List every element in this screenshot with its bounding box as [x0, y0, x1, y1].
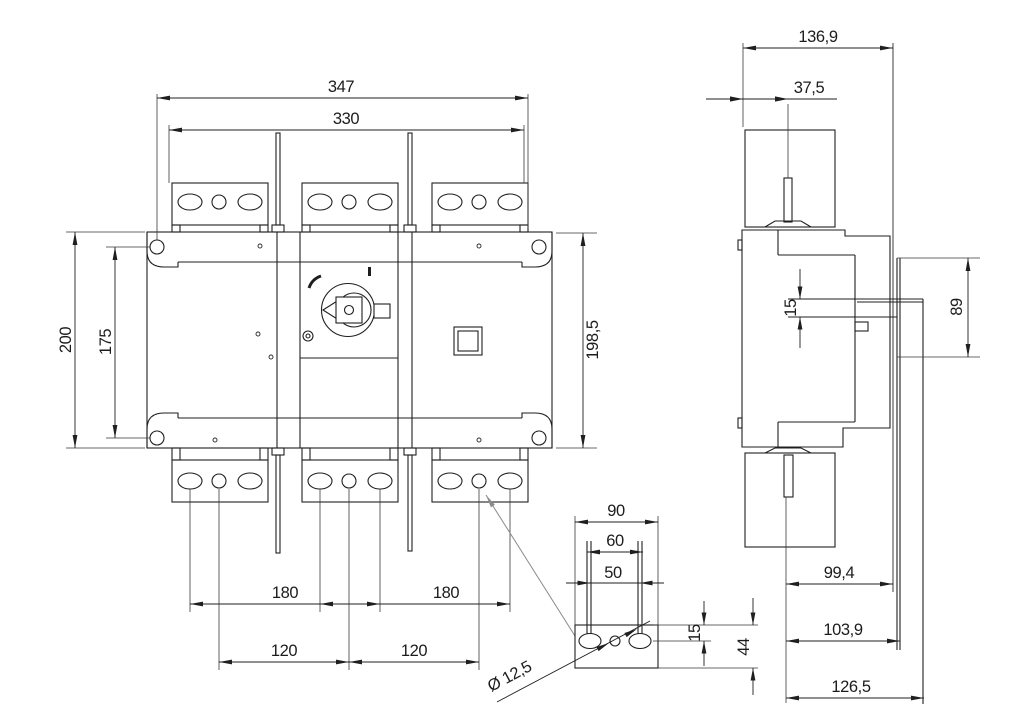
dim-detail-15: 15 — [653, 601, 758, 669]
front-view: 347 330 200 175 198,5 180 — [57, 78, 651, 703]
on-position-mark-icon — [368, 267, 371, 276]
top-shroud-pin — [783, 177, 793, 223]
shaft-tab — [854, 321, 869, 332]
mount-hole-top-right — [531, 239, 547, 255]
mount-hole-top-left — [149, 239, 165, 255]
side-body-outline — [741, 229, 891, 448]
dim-detail-90: 90 — [574, 502, 659, 625]
off-position-arc-icon — [307, 274, 322, 289]
phase-barrier-pins-bottom — [271, 447, 417, 554]
handle-side-tab — [373, 303, 391, 319]
dim-label-44: 44 — [735, 638, 753, 656]
dim-label-347: 347 — [328, 78, 355, 96]
dim-label-200: 200 — [57, 327, 75, 354]
dim-label-198-5: 198,5 — [584, 320, 602, 360]
dim-label-180-b: 180 — [433, 584, 460, 602]
bottom-terminal-blocks — [171, 447, 529, 503]
mount-tab-bottom-left — [146, 412, 179, 448]
dim-height-right: 198,5 — [556, 232, 602, 449]
dim-label-89: 89 — [948, 298, 966, 316]
mount-tab-top-right — [521, 232, 553, 268]
side-view: 136,9 37,5 15 89 99,4 — [706, 28, 980, 704]
dim-pole-pitch: 120 120 — [218, 489, 480, 670]
dim-label-136-9: 136,9 — [798, 28, 838, 46]
top-shroud-chamfer — [764, 220, 812, 228]
cover-band-lines — [178, 261, 522, 419]
dim-label-120-a: 120 — [271, 642, 298, 660]
mount-hole-bottom-right — [531, 430, 547, 446]
terminal-detail-view: 90 60 50 15 44 — [566, 502, 758, 695]
dim-depths: 99,4 103,9 126,5 — [785, 497, 924, 703]
top-terminal-blocks — [171, 182, 529, 233]
detail-leader — [485, 494, 576, 637]
pole-dividers — [276, 232, 413, 448]
dim-label-175: 175 — [97, 329, 115, 356]
leader-arrow-icon — [486, 495, 495, 508]
detail-block — [574, 624, 659, 669]
dim-detail-50: 50 — [566, 564, 664, 586]
dim-terminal-offset: 37,5 — [706, 79, 837, 178]
bottom-shroud-pin — [783, 454, 794, 498]
dim-label-120-b: 120 — [401, 642, 428, 660]
side-body-recess — [777, 230, 856, 447]
dim-label-37-5: 37,5 — [794, 79, 825, 97]
dim-label-103-9: 103,9 — [823, 621, 863, 639]
dim-label-126-5: 126,5 — [831, 678, 871, 696]
phase-barrier-pins-top — [271, 132, 417, 233]
rotary-handle — [302, 267, 391, 342]
top-shroud — [744, 129, 836, 228]
dim-slot-pitch: 180 180 — [189, 489, 511, 612]
body-outline — [146, 231, 553, 449]
rivet-dots — [212, 243, 482, 443]
inspection-window — [453, 326, 483, 356]
dim-detail-44: 44 — [735, 598, 756, 695]
dim-label-330: 330 — [333, 110, 360, 128]
bottom-shroud — [744, 452, 836, 548]
dim-shaft-slot: 15 — [782, 269, 803, 348]
handle-square — [335, 296, 363, 324]
dim-label-180-a: 180 — [272, 584, 299, 602]
dim-label-diameter: Ø 12,5 — [485, 657, 535, 695]
mounting-bracket — [896, 258, 924, 704]
bottom-shroud-chamfer — [764, 447, 812, 454]
dim-mount-pitch: 175 — [97, 246, 150, 439]
dim-hole-diameter: Ø 12,5 — [485, 620, 651, 703]
mount-tab-top-left — [146, 232, 179, 268]
dim-terminal-span: 330 — [168, 110, 525, 183]
dim-bracket-height: 89 — [897, 257, 980, 358]
dim-overall-depth: 136,9 — [742, 28, 893, 127]
dim-label-15-detail: 15 — [686, 624, 704, 642]
dim-height-left: 200 — [57, 231, 145, 449]
dim-label-60: 60 — [606, 532, 624, 550]
dim-label-90: 90 — [607, 502, 625, 520]
detail-pins — [586, 541, 643, 634]
handle-center-hole — [343, 304, 355, 316]
dim-label-15-side: 15 — [782, 299, 800, 317]
handle-screw-center — [305, 333, 311, 339]
mount-hole-bottom-left — [149, 430, 165, 446]
dim-overall-width: 347 — [156, 78, 529, 240]
handle-screw — [302, 330, 314, 342]
dim-label-50: 50 — [604, 564, 622, 582]
dim-detail-60: 60 — [587, 532, 643, 555]
mount-tab-bottom-right — [521, 412, 553, 448]
dim-label-99-4: 99,4 — [824, 564, 855, 582]
